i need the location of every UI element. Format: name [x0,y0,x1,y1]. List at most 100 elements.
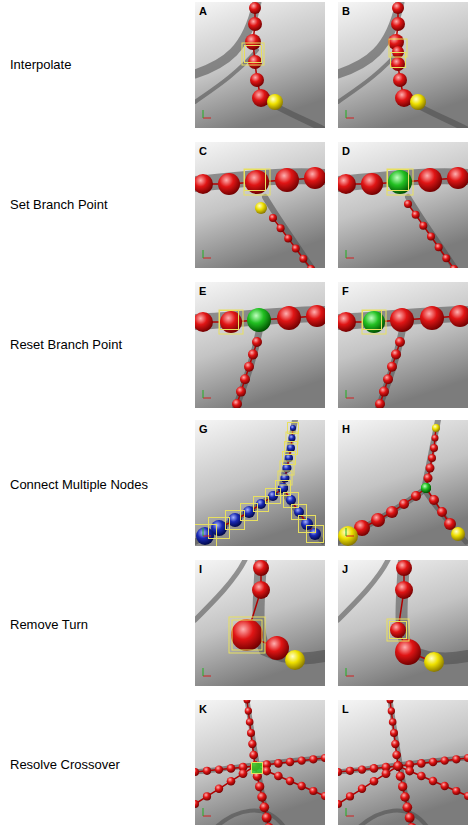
trace-node [232,399,242,408]
trace-node [379,387,389,397]
trace-node [321,792,325,800]
axis-icon [346,110,354,118]
trace-node [405,813,415,823]
trace-node [395,89,413,107]
selection-box [362,310,386,334]
trace-node [426,464,435,473]
trace-node [218,173,240,195]
trace-node [290,425,296,431]
trace-node [306,305,325,327]
micrograph-panel [334,697,472,825]
trace-node [429,777,438,786]
trace-node [195,174,213,194]
axis-icon [203,528,211,536]
trace-node [220,311,242,333]
trace-node [277,224,285,232]
trace-node [240,374,250,384]
trace-node [396,560,412,576]
trace-node [286,758,295,767]
trace-node [424,652,444,672]
trace-node [394,762,403,771]
trace-node [203,767,211,775]
trace-node [247,308,271,332]
trace-node [420,306,444,330]
trace-node [248,17,262,31]
trace-node [321,754,325,762]
selection-box [241,504,258,521]
trace-node [442,254,450,262]
axis-icon [203,668,211,676]
panel-letter: I [199,563,202,575]
trace-node [245,34,261,50]
selection-box [226,511,245,530]
trace-node [451,527,465,541]
trace-node [244,362,254,372]
trace-node [338,768,342,776]
trace-node [289,435,296,442]
trace-node [203,792,211,800]
selection-box [245,170,266,191]
trace-node [398,782,407,791]
axis-icon [203,390,211,398]
micrograph-panel [191,697,329,825]
panel-letter: E [199,285,206,297]
trace-node [239,769,248,778]
trace-node [246,718,254,726]
trace-node [404,200,412,208]
trace-node [252,581,270,599]
trace-node [260,803,270,813]
trace-node [227,764,236,773]
dendrite [195,560,245,620]
panel-letter: G [199,423,208,435]
trace-node [391,57,405,71]
trace-node [435,243,443,251]
trace-node [215,785,223,793]
selection-box [229,617,265,653]
trace-node [403,803,413,813]
trace-node [432,424,440,432]
trace-node [452,755,460,763]
trace-node [304,167,325,189]
trace-node [430,444,438,452]
trace-node [450,265,458,268]
trace-node [245,707,252,714]
trace-node [236,387,246,397]
trace-node [405,767,414,776]
axis-icon [203,808,211,816]
trace-node [441,782,449,790]
trace-node [394,762,403,771]
trace-node [421,483,431,493]
trace-link [195,766,255,804]
selection-box [219,310,243,334]
trace-node [338,312,356,332]
trace-node [428,454,436,462]
trace-node [410,94,426,110]
selection-box [363,311,382,330]
selection-box [307,526,324,543]
micrograph-panel [336,142,469,273]
panel-background [195,2,325,128]
trace-node [412,211,420,219]
trace-node [255,782,264,791]
selection-box [195,525,217,547]
trace-node [227,777,236,786]
trace-node [391,17,405,31]
operation-label: Resolve Crossover [10,757,120,772]
trace-node [309,787,317,795]
panel-background [338,142,468,268]
trace-node [394,762,403,771]
trace-link [348,488,426,536]
trace-node [394,762,403,771]
micrograph-panel [338,560,468,686]
dendrite [358,811,428,825]
trace-node [228,513,242,527]
trace-node [386,506,398,518]
micrograph-panel [193,142,326,273]
panel-letter: B [342,5,350,17]
trace-node [244,700,251,704]
trace-node [407,823,417,825]
trace-node [195,800,199,808]
axis-icon [203,110,211,118]
trace-node [286,777,295,786]
